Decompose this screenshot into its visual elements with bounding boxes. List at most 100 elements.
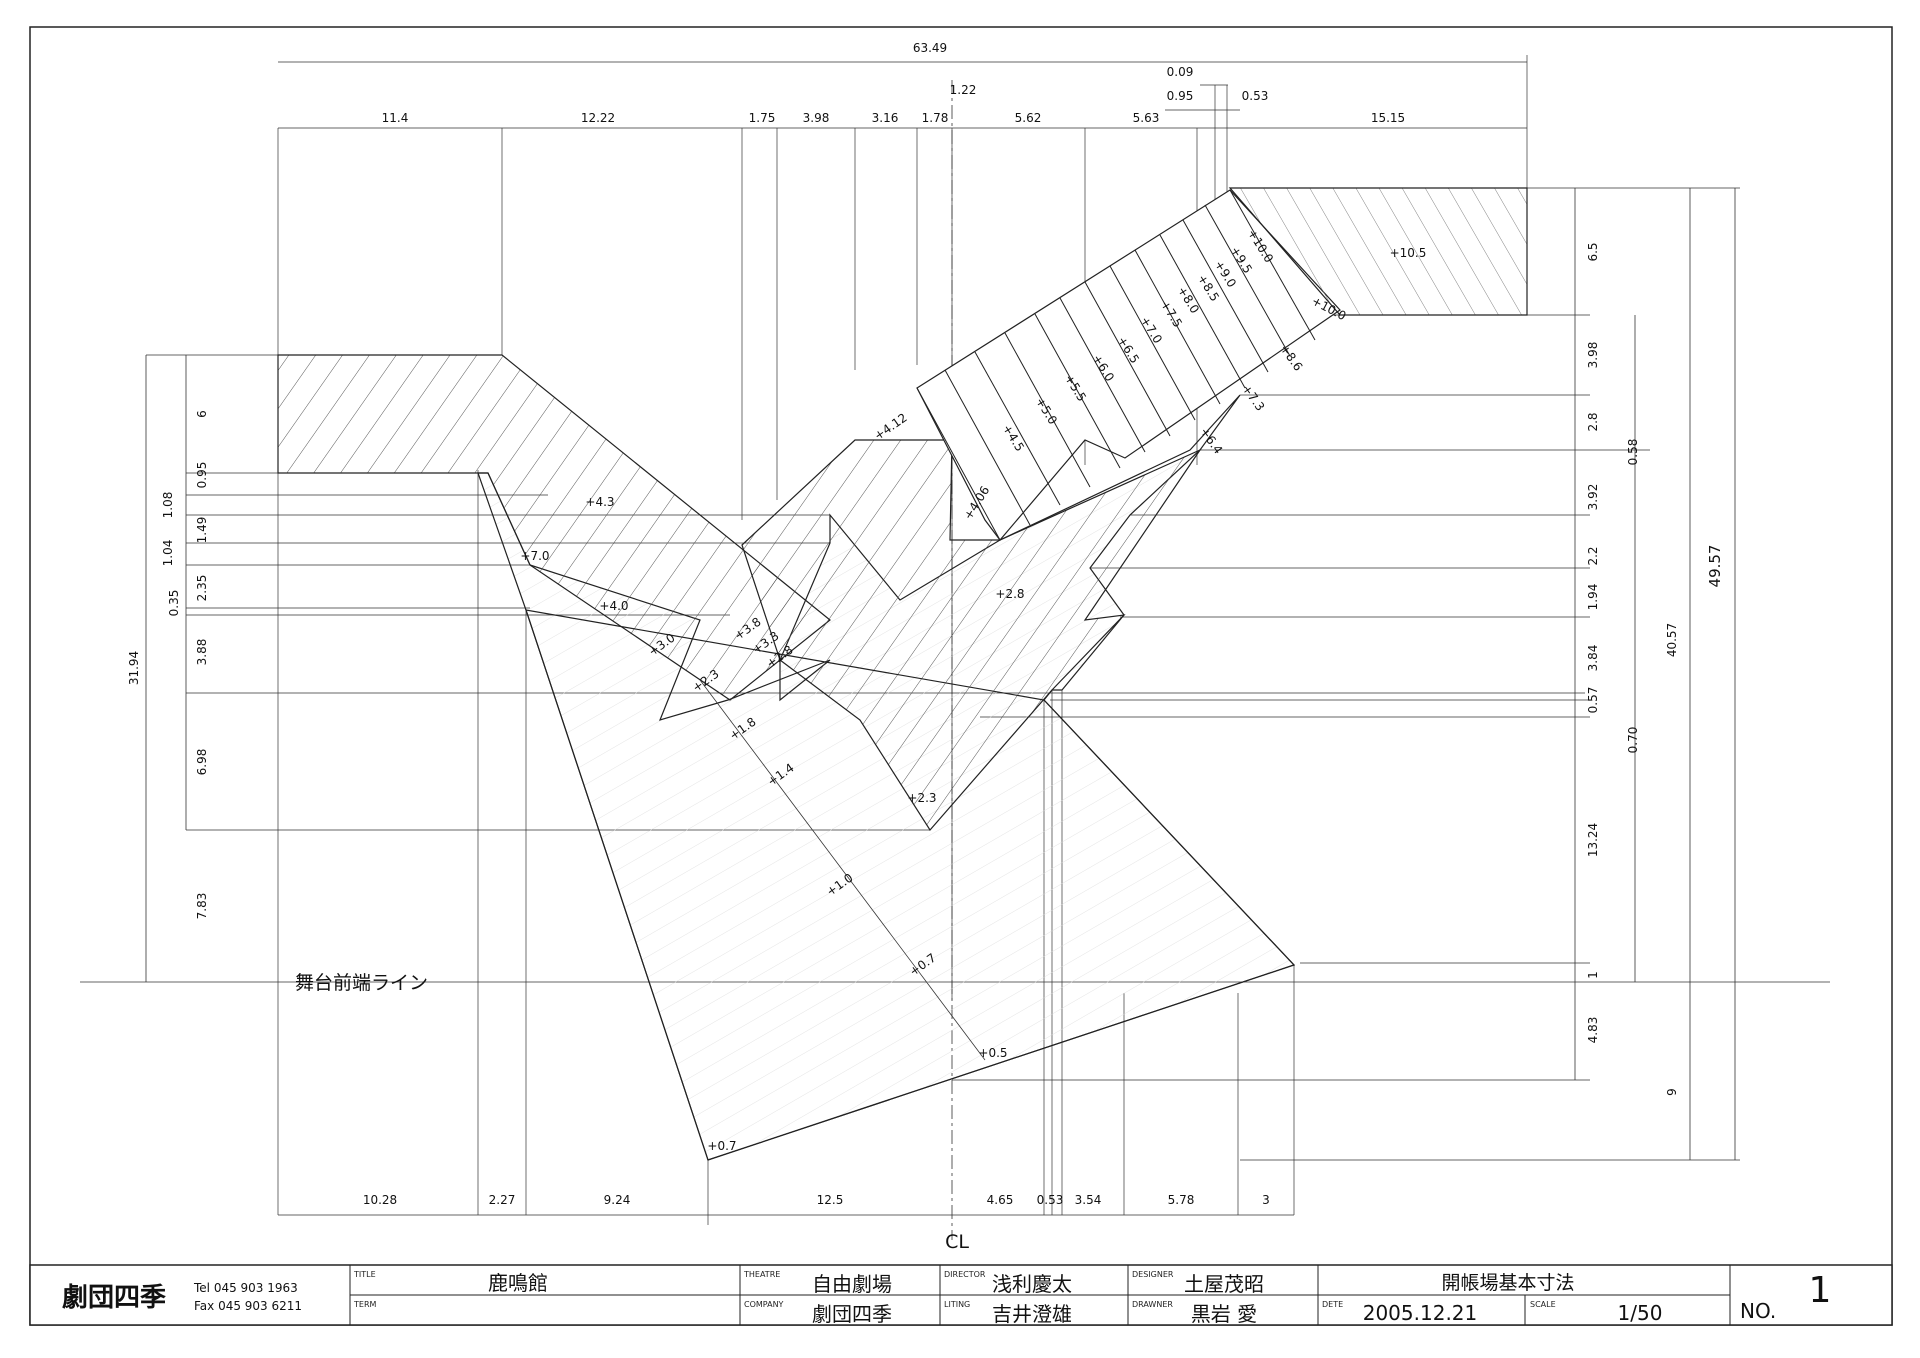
dim-left-inner-1: 1.08 [161, 492, 175, 519]
level-label: +4.12 [872, 410, 910, 443]
designer-label: DESIGNER [1132, 1270, 1174, 1279]
date-value: 2005.12.21 [1363, 1301, 1478, 1325]
dim-right-1: 6.5 [1586, 242, 1600, 261]
lighting-label: LITING [944, 1300, 970, 1309]
dim-bottom-1: 10.28 [363, 1193, 397, 1207]
dim-right-8: 0.57 [1586, 687, 1600, 714]
level-label: +7.0 [520, 549, 549, 563]
level-label: +4.0 [599, 599, 628, 613]
dim-right-small-b: 0.70 [1626, 727, 1640, 754]
dim-right-4: 3.92 [1586, 484, 1600, 511]
director-label: DIRECTOR [944, 1270, 986, 1279]
drawner-label: DRAWNER [1132, 1300, 1173, 1309]
dim-bottom-3: 9.24 [604, 1193, 631, 1207]
dim-top-7: 5.62 [1015, 111, 1042, 125]
dim-left-4: 6.98 [195, 749, 209, 776]
dim-top-8: 5.63 [1133, 111, 1160, 125]
stage-front-line-label: 舞台前端ライン [295, 972, 428, 994]
stair-treads [916, 189, 1316, 541]
dim-right-6: 1.94 [1586, 584, 1600, 611]
dim-left-inner-2: 1.49 [195, 517, 209, 544]
dim-right-bottom: 9 [1665, 1088, 1679, 1096]
dim-top-left-a: 0.95 [1167, 89, 1194, 103]
tel: Tel 045 903 1963 [193, 1281, 298, 1295]
dim-bottom-4: 12.5 [817, 1193, 844, 1207]
dim-right-mid: 40.57 [1665, 623, 1679, 657]
dim-left-5: 7.83 [195, 893, 209, 920]
dim-right-7: 3.84 [1586, 645, 1600, 672]
bottom-dimensions: 10.28 2.27 9.24 12.5 4.65 0.53 3.54 5.78… [363, 1193, 1270, 1207]
dim-left-inner-3: 1.04 [161, 540, 175, 567]
dim-right-2: 3.98 [1586, 342, 1600, 369]
dim-left-inner-4: 0.35 [167, 590, 181, 617]
dim-right-11: 4.83 [1586, 1017, 1600, 1044]
dim-tiny-gap: 0.09 [1167, 65, 1194, 79]
theatre-value: 自由劇場 [812, 1272, 892, 1296]
scale-value: 1/50 [1618, 1301, 1663, 1325]
dim-bottom-2: 2.27 [489, 1193, 516, 1207]
level-label: +8.6 [1277, 342, 1305, 374]
dim-extra-small: 1.22 [950, 83, 977, 97]
title-label: TITLE [353, 1270, 376, 1279]
level-label: +0.5 [978, 1046, 1007, 1060]
dim-bottom-8: 5.78 [1168, 1193, 1195, 1207]
dim-left-2: 0.95 [195, 462, 209, 489]
designer-value: 土屋茂昭 [1184, 1272, 1264, 1296]
director-value: 浅利慶太 [992, 1272, 1072, 1296]
level-label: +2.3 [907, 791, 936, 805]
dim-top-6: 1.78 [922, 111, 949, 125]
subject-value: 開帳場基本寸法 [1441, 1272, 1574, 1294]
stage-platforms [277, 187, 1528, 1161]
fax: Fax 045 903 6211 [194, 1299, 302, 1313]
theatre-label: THEATRE [743, 1270, 780, 1279]
title-block: 劇団四季 Tel 045 903 1963 Fax 045 903 6211 T… [29, 1264, 1893, 1326]
dim-bottom-7: 3.54 [1075, 1193, 1102, 1207]
diagonal-dimension-line [699, 679, 986, 1061]
right-dimensions: 6.5 3.98 2.8 3.92 2.2 1.94 3.84 0.57 13.… [1586, 242, 1724, 1095]
dim-top-4: 3.98 [803, 111, 830, 125]
front-ramp-edge [525, 609, 1296, 1161]
level-label: +2.8 [995, 587, 1024, 601]
dim-top-9: 15.15 [1371, 111, 1405, 125]
date-label: DETE [1322, 1300, 1343, 1309]
dimension-lines [145, 61, 1736, 1216]
dim-bottom-5: 4.65 [987, 1193, 1014, 1207]
dim-bottom-6: 0.53 [1037, 1193, 1064, 1207]
top-dimensions: 63.49 0.09 1.22 0.95 0.53 11.4 12.22 1.7… [382, 41, 1406, 125]
level-label: +10.5 [1390, 246, 1427, 260]
dim-right-10: 1 [1586, 971, 1600, 979]
dim-top-5: 3.16 [872, 111, 899, 125]
dim-left-overall: 31.94 [127, 651, 141, 685]
dim-right-3: 2.8 [1586, 412, 1600, 431]
company-value: 劇団四季 [812, 1302, 892, 1326]
dim-top-3: 1.75 [749, 111, 776, 125]
dim-left-inner-b: 2.35 [195, 575, 209, 602]
dim-right-9: 13.24 [1586, 823, 1600, 857]
dim-overall-top: 63.49 [913, 41, 947, 55]
dim-top-2: 12.22 [581, 111, 615, 125]
dim-bottom-9: 3 [1262, 1193, 1270, 1207]
lighting-value: 吉井澄雄 [992, 1302, 1072, 1326]
company-label: COMPANY [744, 1300, 784, 1309]
drawner-value: 黒岩 愛 [1191, 1302, 1257, 1326]
level-label: +0.7 [707, 1139, 736, 1153]
level-label: +7.3 [1239, 382, 1267, 414]
level-label: +4.3 [585, 495, 614, 509]
no-value: 1 [1809, 1270, 1832, 1311]
title-value: 鹿鳴館 [488, 1271, 548, 1295]
company-name: 劇団四季 [62, 1283, 166, 1313]
term-label: TERM [353, 1300, 377, 1309]
dim-top-1: 11.4 [382, 111, 409, 125]
dim-right-overall: 49.57 [1706, 545, 1724, 588]
left-dimensions: 31.94 6 0.95 3.88 6.98 7.83 1.08 1.49 1.… [127, 410, 209, 919]
no-label: NO. [1740, 1299, 1776, 1323]
scale-label: SCALE [1530, 1300, 1556, 1309]
dim-left-1: 6 [195, 410, 209, 418]
dim-right-small-a: 0.58 [1626, 439, 1640, 466]
dim-right-5: 2.2 [1586, 546, 1600, 565]
dim-left-3: 3.88 [195, 639, 209, 666]
upper-right-landing [1228, 187, 1528, 316]
left-upper-ramp [277, 354, 831, 701]
centerline-label: CL [945, 1231, 969, 1253]
